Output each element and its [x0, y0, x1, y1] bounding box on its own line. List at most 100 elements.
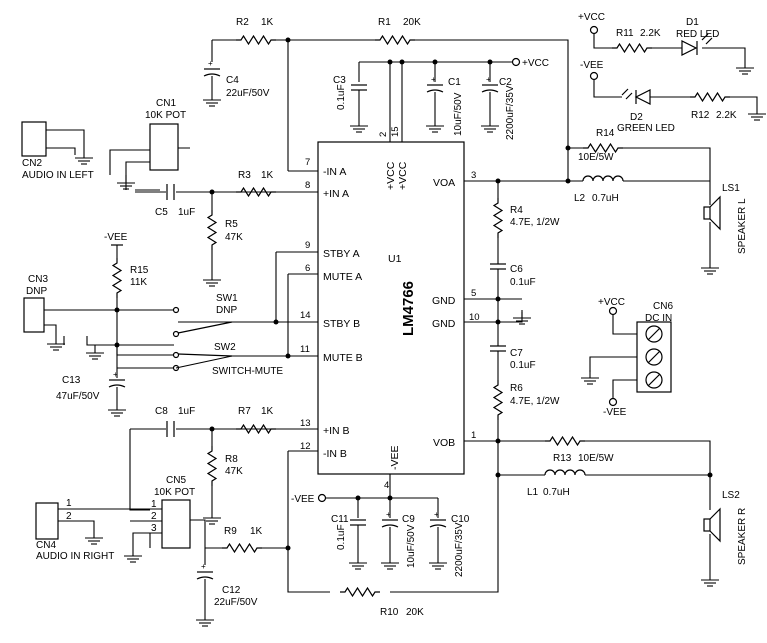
vee-label: -VEE [603, 407, 627, 418]
r8-value: 47K [225, 466, 243, 477]
c3-value: 0.1uF [336, 84, 347, 110]
cn4-pin: 2 [66, 511, 72, 522]
r1-ref: R1 [378, 17, 391, 28]
pin-number: 9 [305, 240, 310, 251]
r1-value: 20K [403, 17, 421, 28]
cn2-ref: CN2 [22, 158, 42, 169]
sw2-value: SWITCH-MUTE [212, 366, 283, 377]
c4-value: 22uF/50V [226, 88, 270, 99]
c10-value: 2200uF/35V [454, 522, 465, 577]
pin-name: VOB [433, 437, 455, 449]
r11-value: 2.2K [640, 28, 661, 39]
c7-ref: C7 [510, 348, 523, 359]
c12-ref: C12 [222, 585, 241, 596]
r10-ref: R10 [380, 607, 399, 618]
c2-ref: C2 [499, 77, 512, 88]
r5-value: 47K [225, 232, 243, 243]
sw1-ref: SW1 [216, 293, 238, 304]
cn1-pot [149, 123, 179, 171]
r14-ref: R14 [596, 128, 615, 139]
cn5-pin: 1 [151, 499, 157, 510]
cn3-connector [23, 297, 45, 333]
c5-ref: C5 [155, 207, 168, 218]
c3-ref: C3 [333, 75, 346, 86]
cn4-ref: CN4 [36, 540, 56, 551]
cn2-value: AUDIO IN LEFT [22, 170, 94, 181]
pin-number: 15 [390, 126, 401, 137]
c9-ref: C9 [402, 514, 415, 525]
r9-value: 1K [250, 526, 263, 537]
c2-value: 2200uF/35V [505, 85, 516, 140]
c11-value: 0.1uF [336, 524, 347, 550]
pin-name: STBY B [323, 318, 360, 330]
r6-value: 4.7E, 1/2W [510, 396, 560, 407]
r12-value: 2.2K [716, 110, 737, 121]
c7-value: 0.1uF [510, 360, 536, 371]
l1-ref: L1 [527, 487, 539, 498]
r7-ref: R7 [238, 406, 251, 417]
cn3-ref: CN3 [28, 274, 48, 285]
c4-ref: C4 [226, 75, 239, 86]
pin-name: VOA [433, 177, 455, 189]
ic-part: LM4766 [400, 281, 417, 336]
pin-number: 2 [378, 132, 389, 137]
l2-value: 0.7uH [592, 193, 619, 204]
cn5-value: 10K POT [154, 487, 195, 498]
c6-ref: C6 [510, 264, 523, 275]
ls2-ref: LS2 [722, 490, 740, 501]
ls1-ref: LS1 [722, 183, 740, 194]
pin-number: 4 [384, 480, 389, 491]
cn1-ref: CN1 [156, 98, 176, 109]
c11-ref: C11 [331, 514, 349, 525]
pin-name: -VEE [389, 445, 401, 470]
d2-ref: D2 [630, 112, 643, 123]
sw1-value: DNP [216, 305, 237, 316]
r12-ref: R12 [691, 110, 710, 121]
pin-number: 10 [469, 312, 480, 323]
d1-value: RED LED [676, 29, 719, 40]
ls1-value: SPEAKER L [737, 198, 748, 254]
r15-value: 11K [130, 277, 147, 288]
pin-name: +VCC [397, 161, 409, 190]
r2-ref: R2 [236, 17, 249, 28]
cn3-value: DNP [26, 286, 47, 297]
cn5-ref: CN5 [166, 475, 186, 486]
cn6-ref: CN6 [653, 301, 673, 312]
r3-value: 1K [261, 170, 274, 181]
cn5-pot [161, 499, 191, 549]
r2-value: 1K [261, 17, 274, 28]
r15-ref: R15 [130, 265, 149, 276]
ic-ref: U1 [388, 253, 402, 265]
r13-value: 10E/5W [578, 453, 614, 464]
cn2-connector [21, 121, 47, 157]
c12-value: 22uF/50V [214, 597, 258, 608]
r7-value: 1K [261, 406, 274, 417]
pin-name: -IN B [323, 448, 347, 460]
pin-name: -IN A [323, 166, 346, 178]
pin-number: 8 [305, 180, 310, 191]
pin-name: MUTE B [323, 352, 363, 364]
r9-ref: R9 [224, 526, 237, 537]
vcc-label: +VCC [578, 12, 605, 23]
sw2-ref: SW2 [214, 342, 236, 353]
c8-ref: C8 [155, 406, 168, 417]
pin-name: GND [432, 295, 456, 307]
cn1-value: 10K POT [145, 110, 186, 121]
pin-number: 3 [471, 170, 476, 181]
pin-number: 6 [305, 263, 310, 274]
vee-label: -VEE [580, 60, 604, 71]
r6-ref: R6 [510, 383, 523, 394]
r3-ref: R3 [238, 170, 251, 181]
c5-value: 1uF [178, 207, 195, 218]
pin-number: 11 [300, 344, 310, 355]
d1-ref: D1 [686, 17, 699, 28]
pin-number: 1 [471, 430, 476, 441]
c10-ref: C10 [451, 514, 470, 525]
cn4-connector [35, 502, 59, 540]
pin-number: 5 [471, 288, 476, 299]
r13-ref: R13 [553, 453, 572, 464]
pin-name: +IN A [323, 188, 349, 200]
c13-ref: C13 [62, 375, 81, 386]
cn5-pin: 2 [151, 511, 157, 522]
